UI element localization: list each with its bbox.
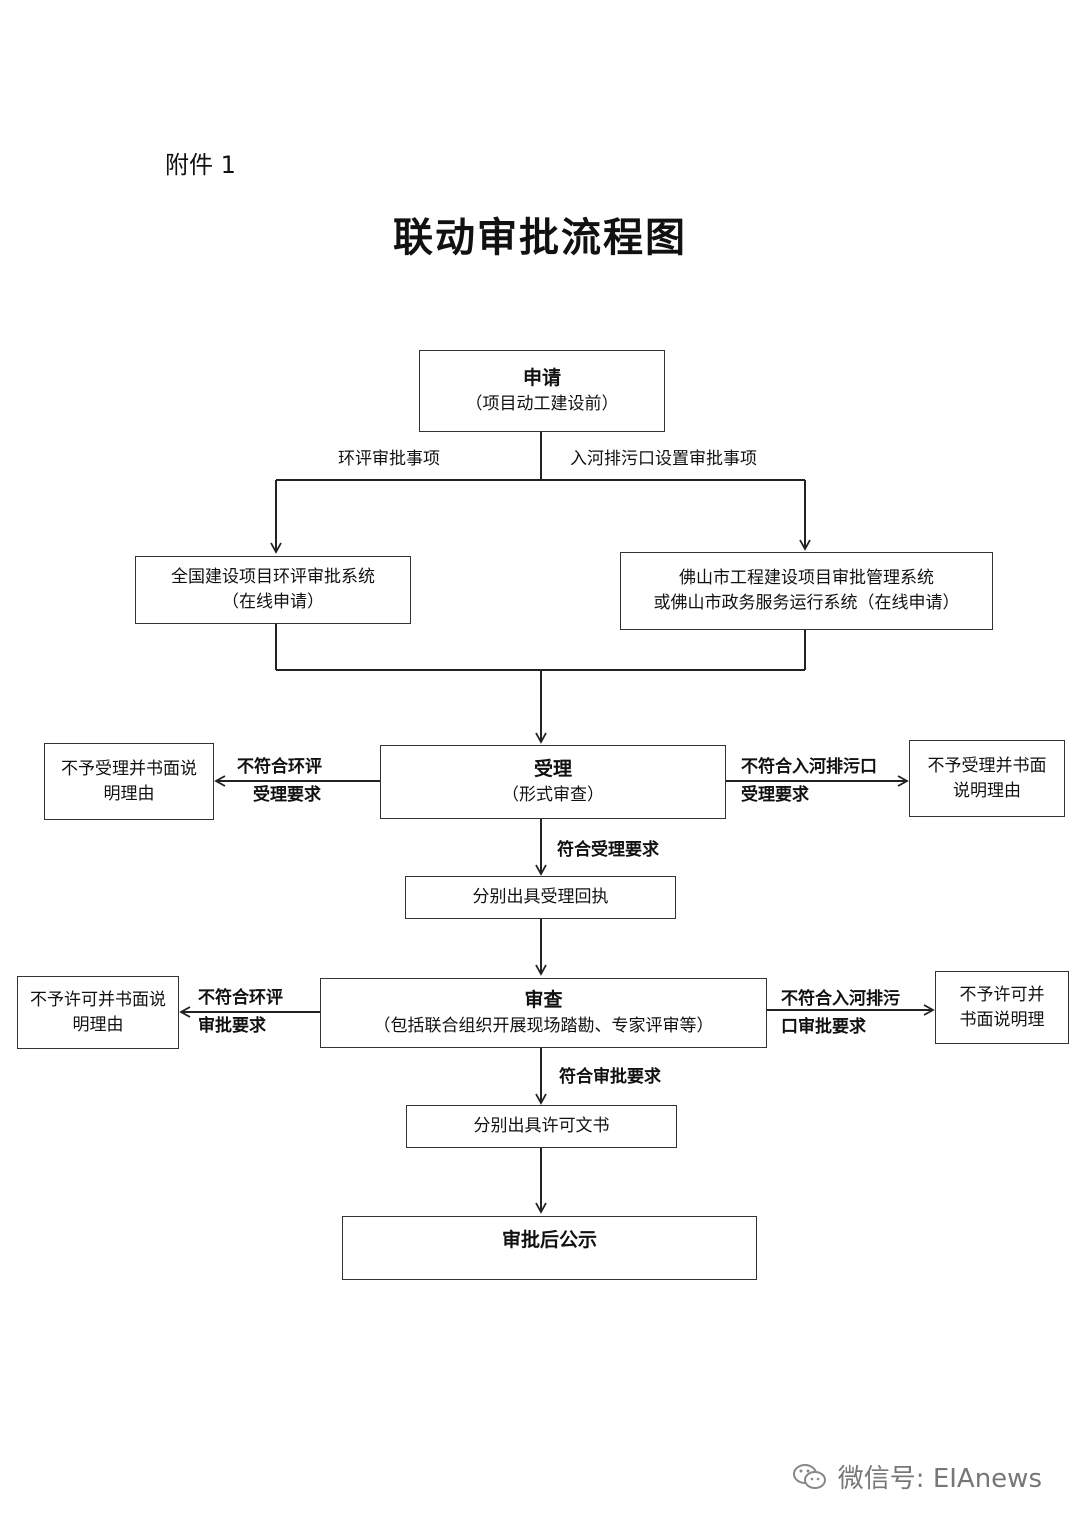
review-reject-left-text: 不予许可并书面说明理由 (30, 989, 166, 1035)
final-text: 审批后公示 (501, 1229, 597, 1251)
review-subtitle: （包括联合组织开展现场踏勘、专家评审等） (373, 1016, 714, 1037)
review-title: 审查 (524, 988, 563, 1011)
apply-subtitle: （项目动工建设前） (465, 394, 619, 415)
wechat-icon (792, 1462, 828, 1492)
final-box: 审批后公示 (342, 1216, 757, 1280)
branch-label-outfall: 入河排污口设置审批事项 (570, 449, 757, 469)
accept-reject-left-label-2: 受理要求 (253, 785, 321, 805)
permit-box: 分别出具许可文书 (406, 1105, 677, 1148)
branch-label-eia: 环评审批事项 (338, 449, 440, 469)
watermark-text: 微信号: EIAnews (837, 1464, 1042, 1494)
watermark: 微信号: EIAnews (792, 1458, 1042, 1495)
system-right-box: 佛山市工程建设项目审批管理系统 或佛山市政务服务运行系统（在线申请） (620, 552, 993, 630)
review-reject-right-text: 不予许可并书面说明理 (959, 984, 1045, 1030)
receipt-text: 分别出具受理回执 (472, 887, 609, 908)
accept-reject-right-text: 不予受理并书面说明理由 (927, 755, 1047, 801)
accept-reject-right-label-1: 不符合入河排污口 (741, 757, 877, 777)
accept-reject-right-label-2: 受理要求 (741, 785, 809, 805)
system-right-line2: 或佛山市政务服务运行系统（在线申请） (653, 593, 960, 613)
accept-ok-label: 符合受理要求 (557, 840, 659, 860)
review-reject-right-label-2: 口审批要求 (781, 1017, 866, 1037)
review-reject-right-box: 不予许可并书面说明理 (935, 971, 1069, 1044)
receipt-box: 分别出具受理回执 (405, 876, 676, 919)
review-ok-label: 符合审批要求 (559, 1067, 661, 1087)
review-box: 审查 （包括联合组织开展现场踏勘、专家评审等） (320, 978, 767, 1048)
apply-title: 申请 (522, 366, 561, 389)
accept-subtitle: （形式审查） (502, 785, 604, 806)
accept-box: 受理 （形式审查） (380, 745, 726, 819)
system-left-box: 全国建设项目环评审批系统 （在线申请） (135, 556, 411, 624)
page-title: 联动审批流程图 (393, 214, 687, 261)
accept-reject-left-box: 不予受理并书面说明理由 (44, 743, 214, 820)
accept-reject-left-text: 不予受理并书面说明理由 (61, 758, 197, 804)
accept-reject-right-box: 不予受理并书面说明理由 (909, 740, 1065, 817)
system-left-line2: （在线申请） (222, 592, 324, 612)
review-reject-left-label-2: 审批要求 (198, 1016, 266, 1036)
system-left-line1: 全国建设项目环评审批系统 (171, 567, 375, 588)
attachment-label: 附件 1 (165, 151, 236, 179)
review-reject-left-label-1: 不符合环评 (198, 988, 283, 1008)
accept-title: 受理 (533, 757, 572, 780)
system-right-line1: 佛山市工程建设项目审批管理系统 (679, 568, 934, 589)
permit-text: 分别出具许可文书 (473, 1116, 610, 1137)
apply-box: 申请 （项目动工建设前） (419, 350, 665, 432)
review-reject-right-label-1: 不符合入河排污 (781, 989, 900, 1009)
review-reject-left-box: 不予许可并书面说明理由 (17, 976, 179, 1049)
accept-reject-left-label-1: 不符合环评 (237, 757, 322, 777)
